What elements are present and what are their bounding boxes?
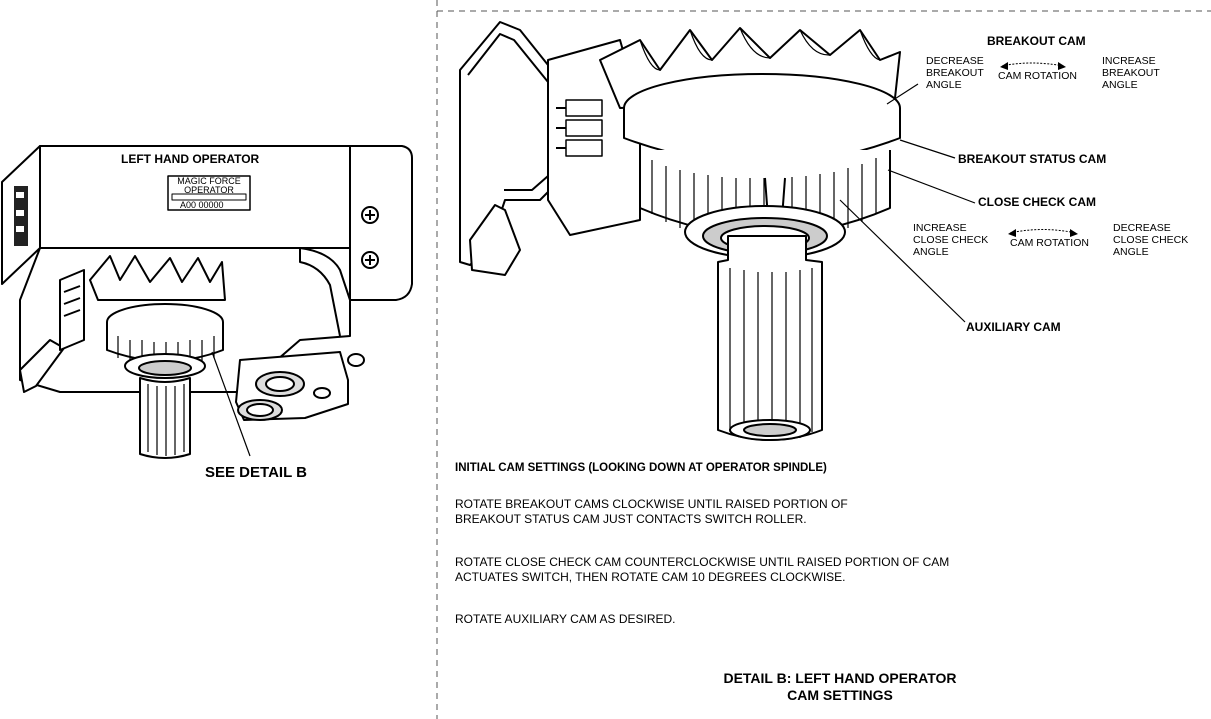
breakout-cam-rotation-label: CAM ROTATION [998, 70, 1077, 82]
breakout-increase-label: INCREASE BREAKOUT ANGLE [1102, 55, 1160, 91]
close-cam-rotation-label: CAM ROTATION [1010, 237, 1089, 249]
instruction-step-3: ROTATE AUXILIARY CAM AS DESIRED. [455, 612, 676, 626]
nameplate-line1: MAGIC FORCE [177, 176, 241, 186]
nameplate-line2: OPERATOR [184, 185, 234, 195]
detail-caption-line1: DETAIL B: LEFT HAND OPERATOR [723, 670, 957, 686]
close-decrease-line3: ANGLE [1113, 246, 1149, 258]
instruction-step-1-line1: ROTATE BREAKOUT CAMS CLOCKWISE UNTIL RAI… [455, 497, 848, 511]
instruction-step-1: ROTATE BREAKOUT CAMS CLOCKWISE UNTIL RAI… [455, 497, 848, 527]
cam-assembly-detail-drawing [459, 21, 1078, 441]
instructions-heading: INITIAL CAM SETTINGS (LOOKING DOWN AT OP… [455, 462, 827, 474]
detail-caption: DETAIL B: LEFT HAND OPERATOR CAM SETTING… [640, 670, 1040, 704]
breakout-increase-line2: BREAKOUT [1102, 67, 1160, 79]
detail-border [436, 0, 1211, 719]
detail-caption-line2: CAM SETTINGS [787, 687, 893, 703]
see-detail-callout: SEE DETAIL B [205, 464, 307, 481]
instruction-step-2: ROTATE CLOSE CHECK CAM COUNTERCLOCKWISE … [455, 555, 949, 585]
auxiliary-cam-label: AUXILIARY CAM [966, 320, 1061, 334]
close-decrease-line1: DECREASE [1113, 222, 1171, 234]
instruction-step-1-line2: BREAKOUT STATUS CAM JUST CONTACTS SWITCH… [455, 512, 807, 526]
breakout-increase-line1: INCREASE [1102, 55, 1156, 67]
breakout-decrease-line3: ANGLE [926, 79, 962, 91]
close-increase-line1: INCREASE [913, 222, 967, 234]
nameplate: MAGIC FORCE OPERATOR [170, 177, 248, 195]
operator-housing-drawing [1, 145, 413, 459]
close-decrease-label: DECREASE CLOSE CHECK ANGLE [1113, 222, 1188, 258]
breakout-decrease-label: DECREASE BREAKOUT ANGLE [926, 55, 984, 91]
close-increase-label: INCREASE CLOSE CHECK ANGLE [913, 222, 988, 258]
breakout-increase-line3: ANGLE [1102, 79, 1138, 91]
close-check-cam-label: CLOSE CHECK CAM [978, 195, 1097, 209]
breakout-cam-label: BREAKOUT CAM [987, 34, 1086, 48]
breakout-decrease-line1: DECREASE [926, 55, 984, 67]
close-decrease-line2: CLOSE CHECK [1113, 234, 1189, 246]
instruction-step-2-line2: ACTUATES SWITCH, THEN ROTATE CAM 10 DEGR… [455, 570, 846, 584]
nameplate-serial: A00 00000 [180, 200, 224, 210]
close-increase-line2: CLOSE CHECK [913, 234, 989, 246]
close-increase-line3: ANGLE [913, 246, 949, 258]
housing-title: LEFT HAND OPERATOR [121, 152, 260, 166]
breakout-decrease-line2: BREAKOUT [926, 67, 984, 79]
breakout-status-cam-label: BREAKOUT STATUS CAM [958, 152, 1107, 166]
instruction-step-2-line1: ROTATE CLOSE CHECK CAM COUNTERCLOCKWISE … [455, 555, 950, 569]
